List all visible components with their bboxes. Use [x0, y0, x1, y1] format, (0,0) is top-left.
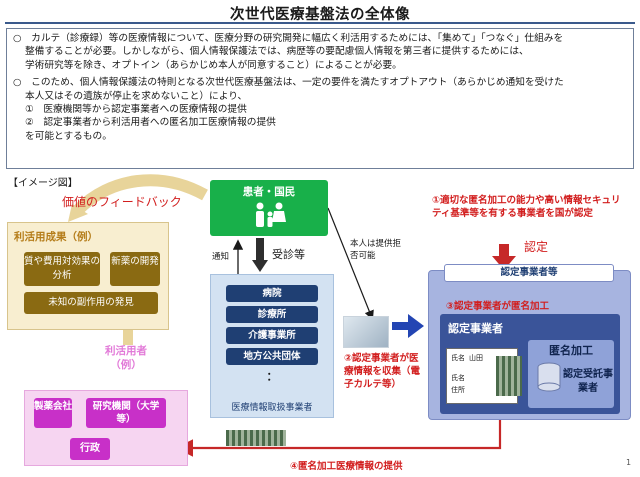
- intro-line: 整備することが必要。しかしながら、個人情報保護法では、病歴等の要配慮個人情報を第…: [25, 46, 529, 58]
- form-address-label: 住所: [451, 386, 465, 394]
- provider-hospital: 病院: [226, 285, 318, 302]
- page-number: 1: [626, 458, 632, 467]
- users-research: 研究機関（大学等）: [86, 398, 166, 428]
- operator-box-label: 認定事業者: [448, 322, 503, 335]
- provider-clinic: 診療所: [226, 306, 318, 323]
- form-name-value: 山田: [469, 354, 483, 362]
- results-item-side-effect: 未知の副作用の発見: [24, 292, 158, 314]
- provide-arrow: [175, 420, 502, 457]
- users-admin: 行政: [70, 438, 110, 460]
- image-label: 【イメージ図】: [8, 178, 78, 189]
- results-item-new-drug: 新薬の開発: [110, 252, 160, 286]
- operator-header: 認定事業者等: [444, 264, 614, 282]
- family-icon: [256, 202, 286, 227]
- certify-label: 認定: [524, 240, 549, 254]
- intro-line: 本人又はその遺族が停止を求めないこと）により、: [25, 90, 248, 102]
- visit-arrow: [252, 260, 268, 272]
- step2-label: ②認定事業者が医療情報を収集（電子カルテ等）: [344, 353, 421, 390]
- step1-label: ①適切な匿名加工の能力や高い情報セキュリティ基準等を有する事業者を国が認定: [432, 195, 621, 219]
- intro-line: ② 認定事業者から利活用者への匿名加工医療情報の提供: [25, 117, 276, 129]
- notify-label: 通知: [212, 252, 230, 262]
- form-name-label: 氏名: [451, 354, 465, 362]
- intro-line: 学術研究等を除き、オプトイン（あらかじめ本人が同意すること）によることが必要。: [25, 59, 402, 71]
- optout-arrow: [327, 207, 374, 321]
- intro-line: ○ カルテ（診療録）等の医療情報について、医療分野の研究開発に幅広く利活用するた…: [13, 33, 564, 44]
- feedback-arrow: [73, 174, 208, 215]
- intro-line: を可能とするもの。: [25, 130, 112, 142]
- collect-arrow: [392, 314, 424, 338]
- page-title: 次世代医療基盤法の全体像: [230, 7, 410, 23]
- intro-line: ① 医療機関等から認定事業者への医療情報の提供: [25, 104, 247, 116]
- provider-care-facility: 介護事業所: [226, 327, 318, 344]
- users-pharma: 製薬会社: [34, 398, 72, 428]
- step3-label: ③認定事業者が匿名加工: [446, 301, 550, 312]
- doctor-photo: [343, 316, 389, 348]
- patients-label: 患者・国民: [242, 186, 296, 198]
- database-icon: [537, 362, 561, 392]
- step4-label: ④匿名加工医療情報の提供: [290, 461, 403, 472]
- users-title: 利活用者（例）: [105, 345, 147, 371]
- intro-text-box: ○ カルテ（診療録）等の医療情報について、医療分野の研究開発に幅広く利活用するた…: [6, 28, 634, 169]
- optout-label: 本人は提供拒否可能: [350, 239, 402, 261]
- results-title: 利活用成果（例）: [14, 231, 98, 243]
- title-divider: [5, 22, 635, 24]
- providers-more: ：: [266, 370, 278, 383]
- visit-label: 受診等: [272, 248, 305, 261]
- certify-arrow: [492, 256, 516, 270]
- providers-caption: 医療情報取扱事業者: [231, 403, 313, 413]
- anon-label: 匿名加工: [549, 344, 593, 357]
- data-photo: [226, 430, 286, 446]
- results-item-analysis: 質や費用対効果の分析: [24, 252, 100, 286]
- provider-local-government: 地方公共団体: [226, 348, 318, 365]
- subcontractor-label: 認定受託事業者: [563, 369, 613, 394]
- form-name-label-2: 氏名: [451, 374, 465, 382]
- feedback-label: 価値のフィードバック: [62, 195, 182, 209]
- intro-line: ○ このため、個人情報保護法の特則となる次世代医療基盤法は、一定の要件を満たすオ…: [13, 77, 564, 89]
- operator-photo: [496, 356, 522, 396]
